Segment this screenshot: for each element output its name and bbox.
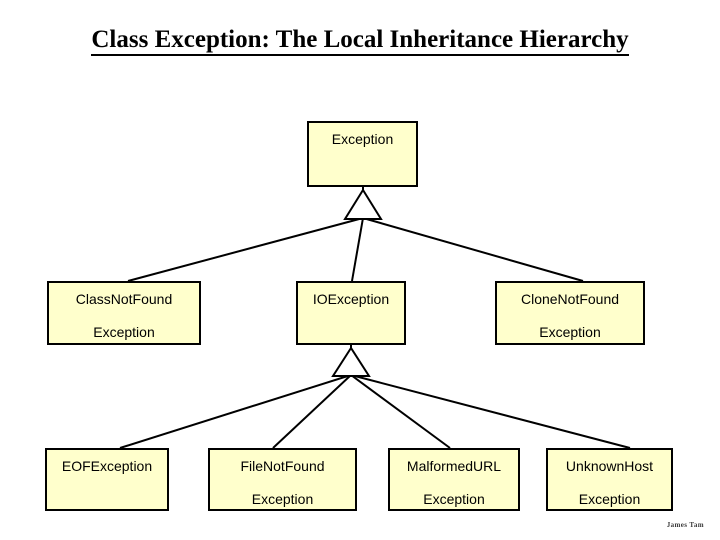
class-box-unknown-host-exception-name2: Exception — [578, 491, 641, 507]
edge-filenotfound-to-ioexception — [272, 374, 352, 449]
author-credit: James Tam — [666, 521, 704, 529]
class-box-clone-not-found-exception-name2: Exception — [539, 324, 601, 340]
class-box-unknown-host-exception[interactable]: UnknownHost Exception — [546, 448, 673, 511]
page-title: Class Exception: The Local Inheritance H… — [0, 26, 720, 56]
class-box-clone-not-found-exception-name: CloneNotFound — [520, 291, 620, 307]
class-box-clone-not-found-exception[interactable]: CloneNotFound Exception — [495, 281, 645, 345]
class-box-eof-exception-name: EOFException — [61, 458, 153, 474]
edge-malformedurl-to-ioexception — [350, 374, 451, 449]
class-box-malformed-url-exception[interactable]: MalformedURL Exception — [388, 448, 520, 511]
class-box-malformed-url-exception-name: MalformedURL — [406, 458, 502, 474]
class-box-unknown-host-exception-name: UnknownHost — [565, 458, 654, 474]
edge-classnotfound-to-exception — [127, 217, 364, 282]
class-box-malformed-url-exception-name2: Exception — [423, 491, 485, 507]
edge-eofexception-to-ioexception — [119, 374, 352, 449]
edge-clonenotfound-to-exception — [362, 217, 584, 282]
edge-ioexception-to-exception — [351, 217, 364, 282]
page-title-text: Class Exception: The Local Inheritance H… — [91, 26, 629, 56]
class-box-io-exception-name: IOException — [312, 291, 390, 307]
class-box-eof-exception[interactable]: EOFException — [45, 448, 169, 511]
class-box-class-not-found-exception[interactable]: ClassNotFound Exception — [47, 281, 201, 345]
class-box-exception[interactable]: Exception — [307, 121, 418, 187]
edge-unknownhost-to-ioexception — [350, 374, 631, 449]
class-box-file-not-found-exception-name2: Exception — [251, 491, 314, 507]
class-box-class-not-found-exception-name2: Exception — [93, 324, 155, 340]
class-box-class-not-found-exception-name: ClassNotFound — [75, 291, 173, 307]
class-box-exception-name: Exception — [331, 131, 394, 147]
class-box-io-exception[interactable]: IOException — [296, 281, 406, 345]
generalization-triangle-exception — [343, 188, 383, 220]
generalization-triangle-ioexception — [331, 346, 371, 377]
class-box-file-not-found-exception[interactable]: FileNotFound Exception — [208, 448, 357, 511]
class-box-file-not-found-exception-name: FileNotFound — [240, 458, 325, 474]
